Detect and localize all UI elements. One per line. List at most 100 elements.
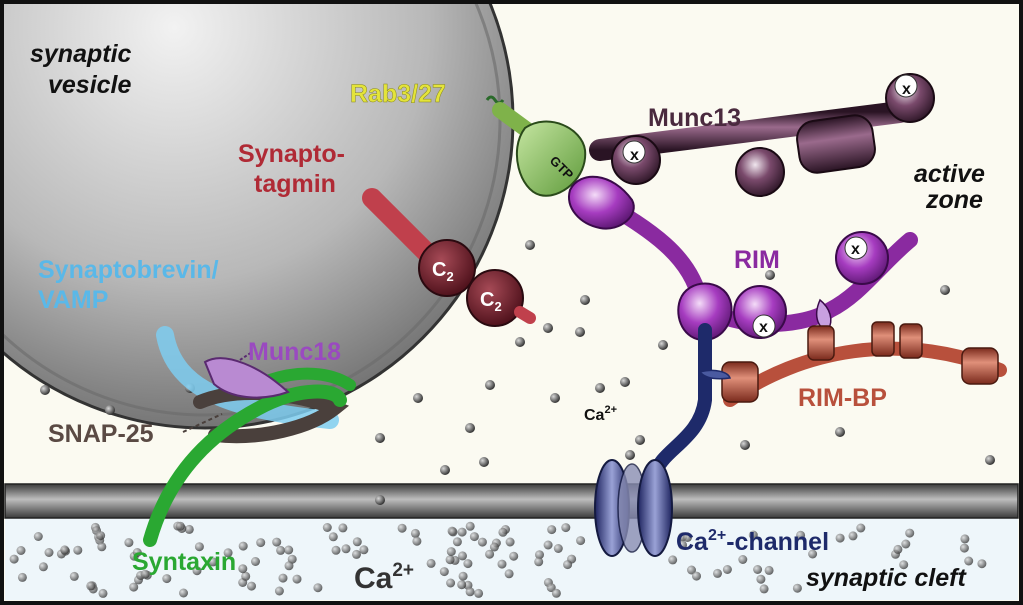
calcium-ion: [439, 567, 449, 577]
calcium-ion: [9, 554, 19, 564]
calcium-ion: [86, 581, 96, 591]
calcium-ion: [17, 572, 27, 582]
rim-x-1: x: [759, 319, 768, 336]
calcium-ion: [73, 545, 83, 555]
ca-intracellular-label: Ca2+: [584, 404, 617, 424]
calcium-ion: [272, 537, 282, 547]
calcium-ion: [959, 543, 969, 553]
calcium-ion: [550, 393, 560, 403]
calcium-ion: [40, 385, 50, 395]
snap25-pointer: [182, 413, 223, 433]
syntaxin-helix: [143, 384, 347, 547]
munc18-label: Munc18: [248, 338, 341, 366]
calcium-ion: [551, 588, 561, 598]
calcium-ion: [764, 565, 774, 575]
calcium-ion: [796, 530, 806, 540]
calcium-ion: [179, 588, 188, 598]
synaptotagmin-tail: [514, 306, 536, 324]
calcium-ion: [413, 393, 423, 403]
calcium-ion: [543, 540, 553, 550]
munc13-x-marker-1: [622, 140, 646, 164]
calcium-ion: [509, 551, 519, 561]
calcium-ion: [625, 450, 635, 460]
calcium-ion: [352, 549, 361, 559]
calcium-ion: [465, 521, 475, 531]
calcium-ion: [748, 530, 758, 540]
calcium-ion: [738, 555, 748, 564]
calcium-ion: [38, 562, 48, 572]
calcium-ion: [463, 559, 473, 569]
calcium-ion: [477, 537, 487, 547]
calcium-ion: [504, 569, 514, 579]
calcium-ion: [683, 533, 692, 542]
calcium-ion: [247, 581, 256, 591]
calcium-ion: [498, 527, 508, 537]
calcium-ion: [184, 524, 194, 534]
calcium-ion: [69, 571, 79, 581]
synaptobrevin-label-line1: Synaptobrevin/: [38, 256, 219, 284]
calcium-ion: [534, 557, 544, 567]
rim-bp-fn3-domain-1: [807, 325, 835, 361]
rim-zinc-finger-domain: [568, 175, 635, 230]
munc18-protein: [203, 357, 290, 399]
calcium-ion: [856, 523, 866, 533]
calcium-ion: [124, 538, 134, 548]
calcium-ion: [105, 405, 115, 415]
calcium-ion: [445, 555, 455, 565]
calcium-ion: [284, 545, 294, 555]
munc13-c2b-domain: [735, 147, 785, 197]
ca-channel-subunit-2: [637, 459, 673, 557]
rim-x-2: x: [851, 241, 860, 258]
synaptotagmin-label-line2: tagmin: [254, 170, 336, 198]
calcium-ion: [97, 542, 107, 552]
calcium-ion: [563, 560, 573, 570]
calcium-ion: [899, 560, 909, 570]
calcium-ion: [162, 574, 172, 584]
cleft-calcium-dots: [9, 521, 987, 598]
calcium-ion: [635, 435, 645, 445]
calcium-ion: [223, 548, 233, 558]
calcium-ion: [985, 455, 995, 465]
calcium-ion: [658, 340, 668, 350]
calcium-ion: [465, 587, 475, 597]
rab-label: Rab3/27: [350, 80, 446, 108]
calcium-ion: [489, 542, 499, 552]
calcium-ion: [692, 571, 701, 581]
rim-x-marker-1: [752, 314, 776, 338]
calcium-ion: [175, 521, 185, 531]
calcium-ion: [284, 561, 294, 571]
rim-label: RIM: [734, 246, 780, 274]
calcium-ion: [515, 337, 525, 347]
syntaxin-habc-domain: [264, 367, 356, 391]
vesicle-label-line2: vesicle: [48, 71, 132, 99]
c2a-label: C2: [432, 259, 454, 284]
calcium-ion: [960, 534, 970, 544]
calcium-ion: [352, 537, 362, 547]
calcium-ion: [668, 555, 678, 565]
calcium-ion: [16, 546, 26, 555]
calcium-ion: [546, 583, 556, 593]
munc13-label: Munc13: [648, 104, 741, 132]
calcium-ion: [458, 551, 467, 561]
calcium-ion: [901, 539, 911, 549]
calcium-ion: [322, 523, 332, 532]
rim-bp-sh3-domain-1: [721, 361, 759, 403]
calcium-ion: [458, 571, 468, 581]
rim-x-marker-2: [844, 236, 868, 260]
calcium-ion: [905, 528, 915, 538]
calcium-ion: [446, 578, 456, 588]
calcium-ion: [713, 568, 722, 578]
calcium-ion: [479, 457, 489, 467]
rim-pdz-domain: [677, 282, 733, 342]
synaptic-cleft-label: synaptic cleft: [806, 564, 967, 592]
ca-cleft-label: Ca2+: [354, 560, 414, 595]
calcium-ion: [241, 571, 251, 581]
calcium-ion: [132, 548, 142, 557]
calcium-ion: [60, 545, 70, 555]
calcium-ion: [359, 545, 369, 555]
calcium-ion: [256, 538, 266, 548]
synaptotagmin-c2a-domain: [418, 239, 476, 297]
